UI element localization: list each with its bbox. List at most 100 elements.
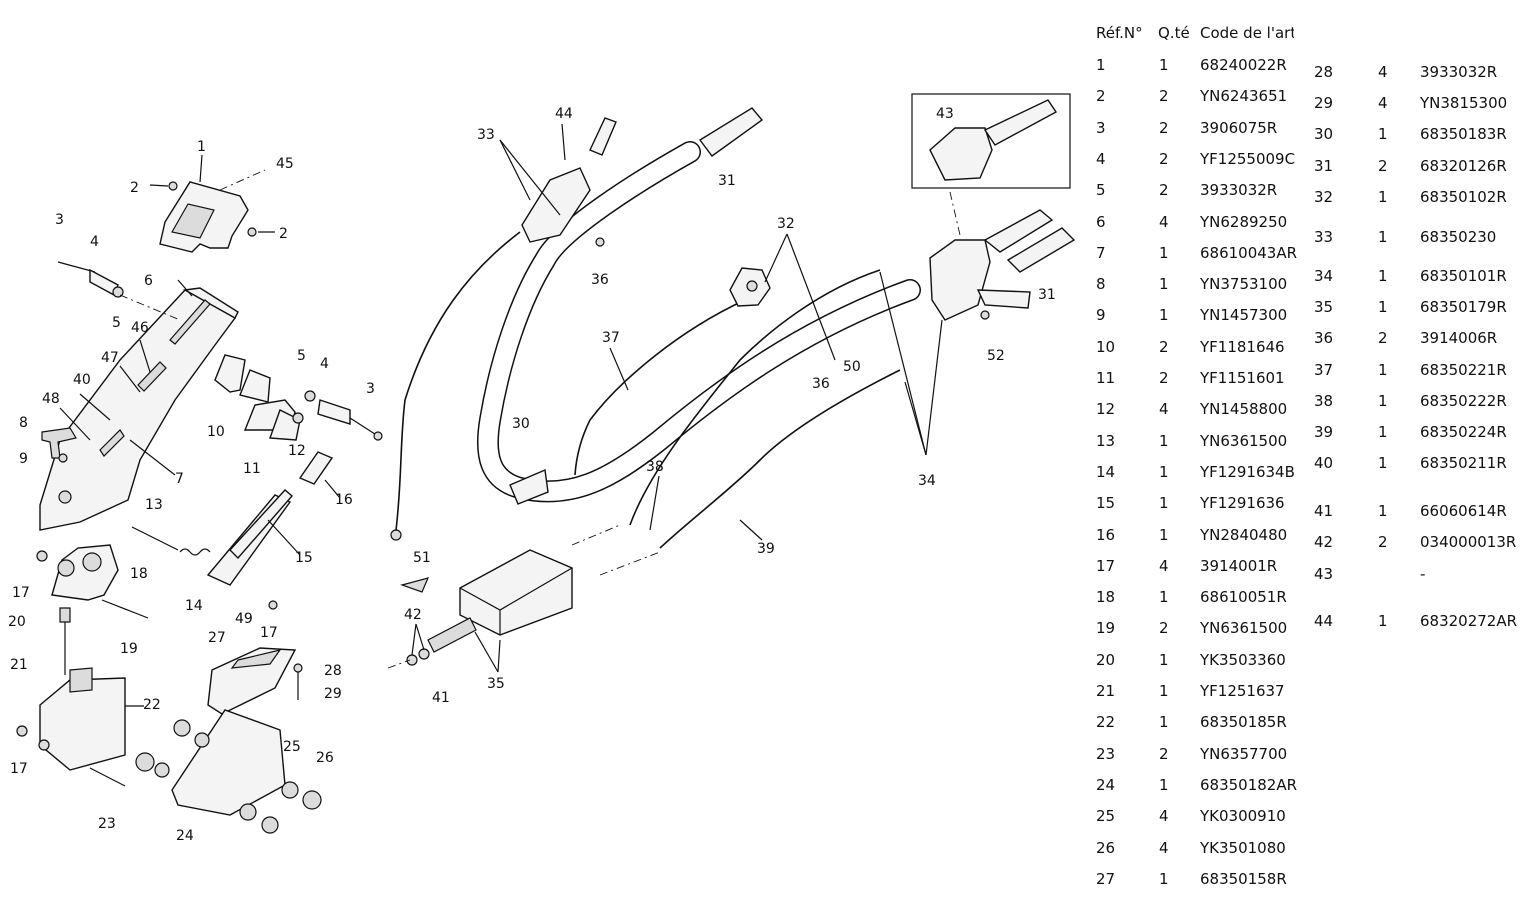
code-cell: 68350185R — [1200, 713, 1287, 732]
callout-23: 23 — [98, 816, 116, 832]
qty-cell: 1 — [1159, 275, 1169, 294]
ref-cell: 36 — [1314, 329, 1334, 347]
ref-cell: 30 — [1314, 125, 1334, 143]
ref-cell: 33 — [1314, 228, 1334, 246]
callout-50: 50 — [843, 359, 861, 375]
callout-9: 9 — [19, 451, 28, 467]
ref-cell: 5 — [1096, 181, 1106, 200]
callout-32: 32 — [777, 216, 795, 232]
qty-cell: 2 — [1159, 87, 1169, 106]
callout-20: 20 — [8, 614, 26, 630]
callout-8: 8 — [19, 415, 28, 431]
code-cell: YN1458800 — [1200, 400, 1288, 419]
callout-2: 2 — [279, 226, 288, 242]
ref-cell: 10 — [1096, 337, 1116, 356]
code-cell: - — [1420, 565, 1426, 583]
callout-30: 30 — [512, 416, 530, 432]
qty-cell: 2 — [1159, 118, 1169, 137]
qty-cell: 1 — [1378, 228, 1388, 246]
callout-11: 11 — [243, 461, 261, 477]
ref-cell: 8 — [1096, 275, 1106, 294]
ref-cell: 42 — [1314, 533, 1334, 551]
code-cell: 3906075R — [1200, 118, 1278, 137]
qty-cell: 1 — [1159, 306, 1169, 325]
ref-cell: 29 — [1314, 94, 1334, 112]
code-cell: 68350224R — [1420, 423, 1507, 441]
callout-1: 1 — [197, 139, 206, 155]
callout-4: 4 — [320, 356, 329, 372]
ref-cell: 11 — [1096, 369, 1116, 387]
ref-cell: 2 — [1096, 87, 1106, 106]
code-cell: 68320126R — [1420, 157, 1507, 175]
ref-cell: 22 — [1096, 713, 1116, 732]
ref-cell: 31 — [1314, 157, 1334, 175]
qty-cell: 1 — [1378, 392, 1388, 410]
qty-cell: 1 — [1159, 682, 1169, 700]
callout-36: 36 — [591, 272, 609, 288]
ref-cell: 4 — [1096, 149, 1106, 168]
callout-14: 14 — [185, 598, 203, 614]
callout-47: 47 — [101, 350, 119, 366]
callout-46: 46 — [131, 320, 149, 336]
callout-7: 7 — [175, 471, 184, 487]
callout-44: 44 — [555, 106, 573, 122]
callout-38: 38 — [646, 459, 664, 475]
code-cell: YN6361500 — [1200, 431, 1288, 450]
ref-cell: 1 — [1096, 56, 1106, 74]
code-cell: YK0300910 — [1200, 807, 1286, 826]
code-cell: 3933032R — [1200, 181, 1278, 200]
qty-cell: 2 — [1159, 337, 1169, 356]
ref-cell: 24 — [1096, 775, 1116, 794]
qty-cell: 1 — [1378, 125, 1388, 143]
callout-48: 48 — [42, 391, 60, 407]
code-cell: 68350211R — [1420, 454, 1507, 472]
ref-cell: 19 — [1096, 619, 1116, 638]
ref-cell: 21 — [1096, 682, 1116, 700]
qty-cell: 1 — [1378, 361, 1388, 379]
code-cell: YF1291636 — [1200, 494, 1285, 513]
qty-cell: 1 — [1378, 298, 1388, 316]
ref-cell: 41 — [1314, 502, 1334, 520]
ref-cell: 7 — [1096, 243, 1106, 262]
ref-cell: 38 — [1314, 392, 1334, 410]
qty-cell: 4 — [1378, 94, 1388, 112]
qty-cell: 1 — [1378, 423, 1388, 441]
callout-2: 2 — [130, 180, 139, 196]
leader-lines — [59, 123, 943, 707]
callout-3: 3 — [366, 381, 375, 397]
qty-cell: 1 — [1159, 462, 1169, 481]
callout-26: 26 — [316, 750, 334, 766]
callout-35: 35 — [487, 676, 505, 692]
code-cell: YN6361500 — [1200, 619, 1288, 638]
qty-cell: 2 — [1378, 157, 1388, 175]
qty-cell: 1 — [1378, 502, 1388, 520]
qty-cell: 2 — [1159, 181, 1169, 200]
qty-cell: 2 — [1159, 744, 1169, 763]
ref-cell: 9 — [1096, 306, 1106, 325]
code-cell: YN1457300 — [1200, 306, 1288, 325]
qty-cell: 1 — [1159, 525, 1169, 544]
code-cell: YN2840480 — [1200, 525, 1288, 544]
code-cell: YN3815300 — [1420, 94, 1508, 112]
code-cell: 68350183R — [1420, 125, 1507, 143]
callout-18: 18 — [130, 566, 148, 582]
code-cell: YN6243651 — [1200, 87, 1288, 106]
code-cell: YF1181646 — [1200, 337, 1285, 356]
qty-cell: 1 — [1159, 869, 1169, 888]
code-cell: YF1291634B — [1200, 462, 1295, 481]
qty-cell: 1 — [1159, 588, 1169, 607]
qty-cell: 4 — [1159, 400, 1169, 419]
ref-cell: 43 — [1314, 565, 1334, 583]
code-cell: YN3753100 — [1200, 275, 1288, 294]
header-qty: Q.té — [1158, 24, 1190, 42]
code-cell: 68610043AR — [1200, 243, 1298, 262]
code-cell: 68350222R — [1420, 392, 1507, 410]
part-cover — [159, 181, 249, 253]
ref-cell: 18 — [1096, 588, 1116, 607]
ref-cell: 32 — [1314, 188, 1334, 206]
qty-cell: 4 — [1159, 838, 1169, 857]
code-cell: YK3501080 — [1200, 838, 1286, 857]
callout-10: 10 — [207, 424, 225, 440]
callout-17: 17 — [260, 625, 278, 641]
qty-cell: 2 — [1378, 533, 1388, 551]
